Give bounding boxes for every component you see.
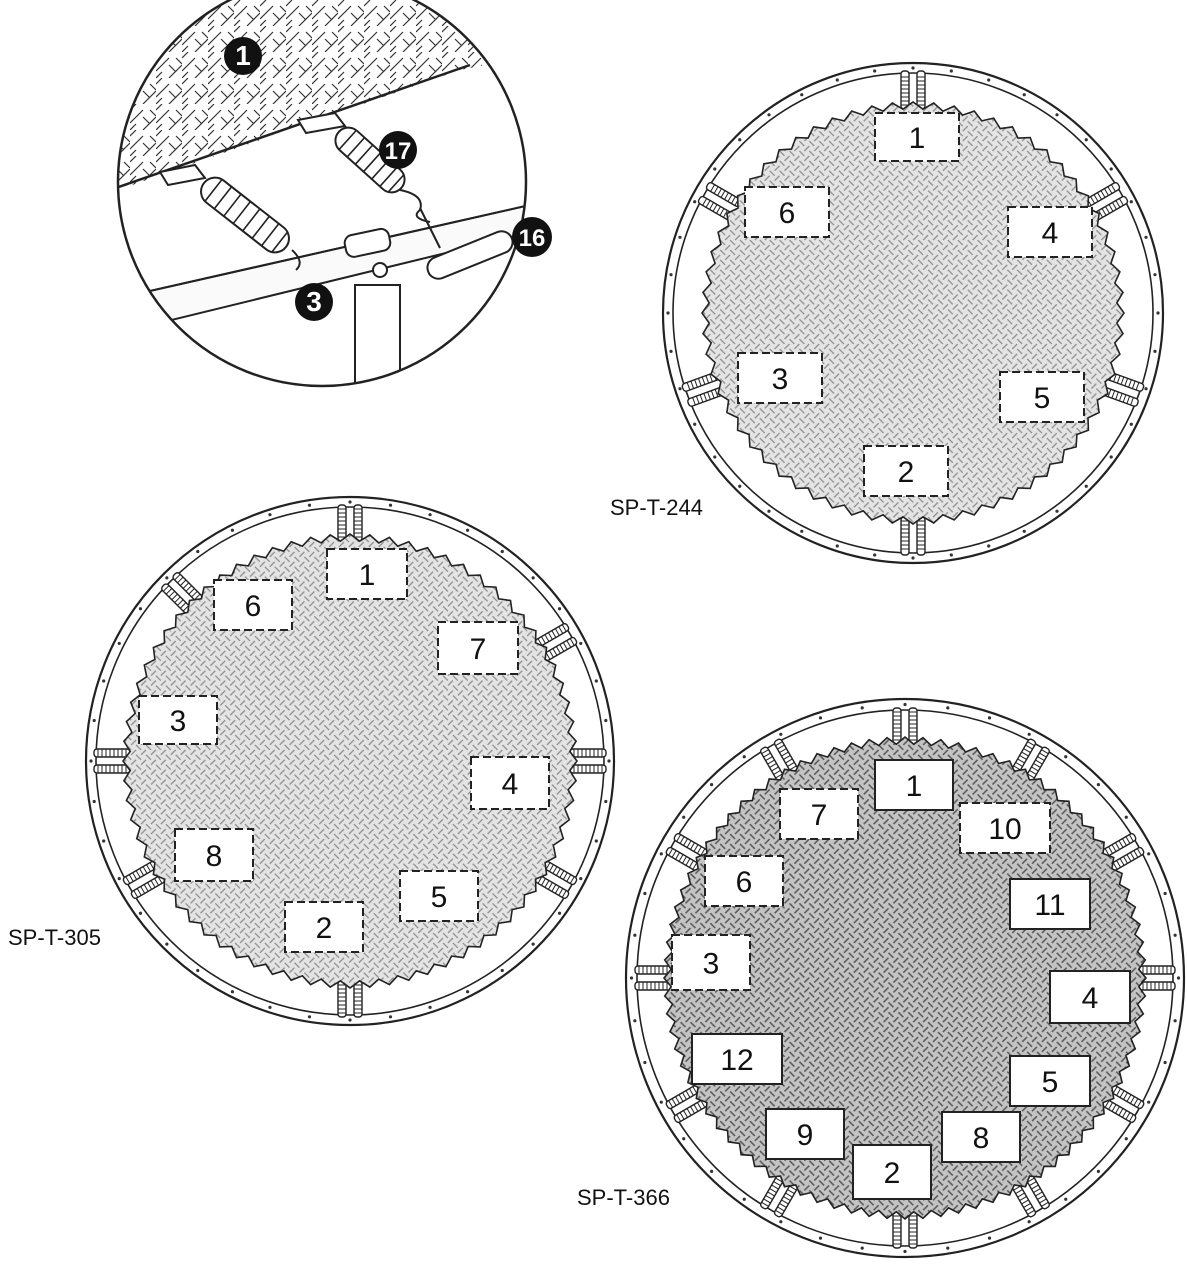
spring-order-box: 11 — [1009, 878, 1091, 930]
spring-order-box: 5 — [999, 371, 1085, 423]
spring-pair — [900, 70, 926, 110]
spring-order-box: 6 — [704, 855, 784, 907]
spring-order-number: 2 — [884, 1157, 901, 1190]
trampoline-sp-t-305: 1 6 7 3 4 8 5 2 — [84, 495, 616, 1027]
spring-pair — [337, 980, 363, 1018]
callout-16: 16 — [512, 217, 552, 257]
spring-pair — [760, 1175, 798, 1218]
spring-order-box: 1 — [874, 112, 960, 162]
spring-order-box: 5 — [1009, 1055, 1091, 1107]
callout-label: 17 — [385, 138, 412, 165]
frame-inner-ring — [672, 72, 1154, 554]
detail-view — [116, 0, 528, 388]
spring-pair — [1102, 1085, 1145, 1123]
callout-label: 16 — [519, 225, 546, 252]
spring-order-box: 8 — [941, 1111, 1021, 1163]
frame-leg — [354, 284, 401, 386]
spring-order-number: 4 — [1042, 217, 1059, 250]
spring-pair — [1012, 1175, 1050, 1218]
frame-inner-ring — [95, 506, 605, 1016]
spring-order-number: 6 — [779, 197, 796, 230]
spring-order-box: 9 — [765, 1108, 845, 1160]
spring-order-number: 1 — [906, 770, 923, 803]
trampoline-sp-t-366: 1 7 10 6 11 3 4 12 5 9 8 2 — [624, 697, 1186, 1259]
callout-3: 3 — [295, 283, 333, 321]
frame-bolts — [89, 500, 611, 1022]
frame-bolt — [372, 262, 388, 278]
spring-order-box: 4 — [470, 756, 550, 810]
spring-order-box: 5 — [399, 870, 479, 922]
spring-pair — [534, 623, 578, 661]
spring-order-box: 6 — [744, 186, 830, 238]
spring-order-box: 2 — [284, 901, 364, 953]
spring-order-number: 11 — [1034, 889, 1065, 922]
spring-order-number: 3 — [170, 705, 187, 738]
frame-inner-ring — [636, 709, 1174, 1247]
spring-order-box: 1 — [874, 759, 954, 811]
spring-pair — [1102, 833, 1145, 871]
callout-17: 17 — [379, 131, 417, 169]
spring-order-box: 10 — [959, 802, 1051, 854]
spring-order-box: 2 — [852, 1144, 932, 1200]
spring-tool — [426, 230, 514, 280]
callout-label: 3 — [306, 286, 322, 317]
spring-order-number: 4 — [502, 768, 519, 801]
spring-order-box: 1 — [326, 548, 408, 600]
spring-order-number: 5 — [1042, 1066, 1059, 1099]
spring-pair — [1100, 371, 1145, 407]
spring-order-box: 12 — [691, 1033, 783, 1085]
spring-order-number: 3 — [772, 363, 789, 396]
spring-pair — [569, 748, 607, 774]
spring-order-number: 5 — [1034, 382, 1051, 415]
callout-1: 1 — [224, 37, 262, 75]
spring-pair — [665, 833, 708, 871]
spring-order-number: 3 — [703, 948, 720, 981]
spring-17 — [296, 111, 431, 223]
spring-pair — [1012, 738, 1050, 781]
spring-order-number: 7 — [811, 799, 828, 832]
frame-bolts — [629, 702, 1181, 1254]
spring-order-number: 6 — [736, 866, 753, 899]
spring-order-box: 8 — [174, 828, 254, 882]
spring-order-box: 4 — [1007, 206, 1093, 258]
spring-order-number: 2 — [316, 912, 333, 945]
spring-order-number: 12 — [720, 1044, 753, 1077]
spring-order-number: 1 — [359, 559, 376, 592]
spring-order-box: 7 — [437, 621, 519, 675]
spring-pair — [1084, 182, 1129, 221]
spring-pair — [900, 516, 926, 556]
spring-order-number: 5 — [431, 881, 448, 914]
spring-1 — [158, 163, 301, 271]
frame-bolts — [666, 66, 1160, 560]
spring-pair — [1138, 965, 1176, 991]
model-label-sp-t-244: SP-T-244 — [610, 495, 703, 520]
spring-order-number: 8 — [206, 840, 223, 873]
spring-order-number: 8 — [973, 1122, 990, 1155]
spring-order-number: 6 — [245, 590, 262, 623]
spring-order-box: 4 — [1049, 970, 1131, 1024]
spring-order-number: 2 — [898, 456, 915, 489]
spring-order-box: 3 — [138, 695, 218, 745]
spring-order-box: 3 — [737, 352, 823, 404]
detail-circle-outline — [116, 0, 528, 388]
spring-order-box: 6 — [213, 579, 293, 631]
callout-label: 1 — [235, 40, 251, 71]
spring-order-number: 7 — [470, 633, 487, 666]
jumping-mat — [118, 0, 526, 195]
spring-order-box: 2 — [863, 445, 949, 497]
model-label-sp-t-305: SP-T-305 — [8, 925, 101, 950]
spring-order-box: 7 — [779, 788, 859, 840]
spring-order-number: 1 — [909, 122, 926, 155]
spring-order-number: 4 — [1082, 982, 1099, 1015]
detail-callouts: 1 17 16 3 — [224, 37, 552, 321]
trampoline-sp-t-244: 1 6 4 3 5 2 — [661, 61, 1165, 565]
model-label-sp-t-366: SP-T-366 — [577, 1185, 670, 1210]
spring-order-box: 3 — [671, 934, 751, 991]
spring-pair — [161, 572, 203, 614]
spring-order-number: 10 — [988, 813, 1021, 846]
spring-order-number: 9 — [797, 1119, 814, 1152]
